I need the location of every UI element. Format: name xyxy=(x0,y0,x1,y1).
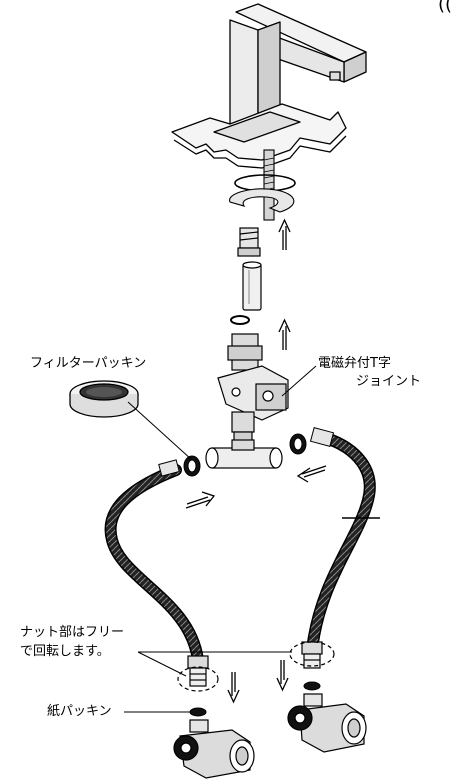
left-angle-valve xyxy=(173,719,255,779)
left-braided-hose xyxy=(104,459,204,666)
arrow-up-icon xyxy=(278,318,291,350)
connecting-pipe xyxy=(242,261,262,311)
solenoid-valve-t-joint xyxy=(205,333,289,469)
faucet-body xyxy=(171,3,367,169)
right-angle-valve xyxy=(287,693,367,753)
arrow-down-icon xyxy=(227,672,240,704)
corner-mark: (( xyxy=(438,0,453,15)
right-hose-nut xyxy=(289,641,335,669)
right-braided-hose xyxy=(306,427,380,656)
arrow-up-icon xyxy=(278,218,291,250)
nut-note-line2: で回転します。 xyxy=(20,644,110,659)
nut-note-line1: ナット部はフリー xyxy=(20,625,125,640)
left-hose-nut xyxy=(177,655,219,692)
filter-packing-leader xyxy=(127,401,193,461)
nut-note-leaders xyxy=(137,651,292,677)
filter-packing-label: フィルターパッキン xyxy=(30,356,147,371)
solenoid-valve-label-line2: ジョイント xyxy=(356,374,422,389)
solenoid-valve-label-line1: 電磁弁付T字 xyxy=(318,356,391,371)
paper-packings xyxy=(189,681,321,717)
arrow-down-icon xyxy=(276,660,289,692)
arrow-right-icon xyxy=(185,491,216,509)
adapter-nipple xyxy=(237,227,261,257)
filter-packing xyxy=(69,380,139,418)
solenoid-valve-leader xyxy=(281,365,317,397)
arrow-left-icon xyxy=(296,465,327,483)
o-ring xyxy=(230,315,250,325)
t-joint-side-nuts xyxy=(183,433,307,477)
paper-packing-label: 紙パッキン xyxy=(47,704,112,719)
threaded-shank xyxy=(229,149,296,221)
